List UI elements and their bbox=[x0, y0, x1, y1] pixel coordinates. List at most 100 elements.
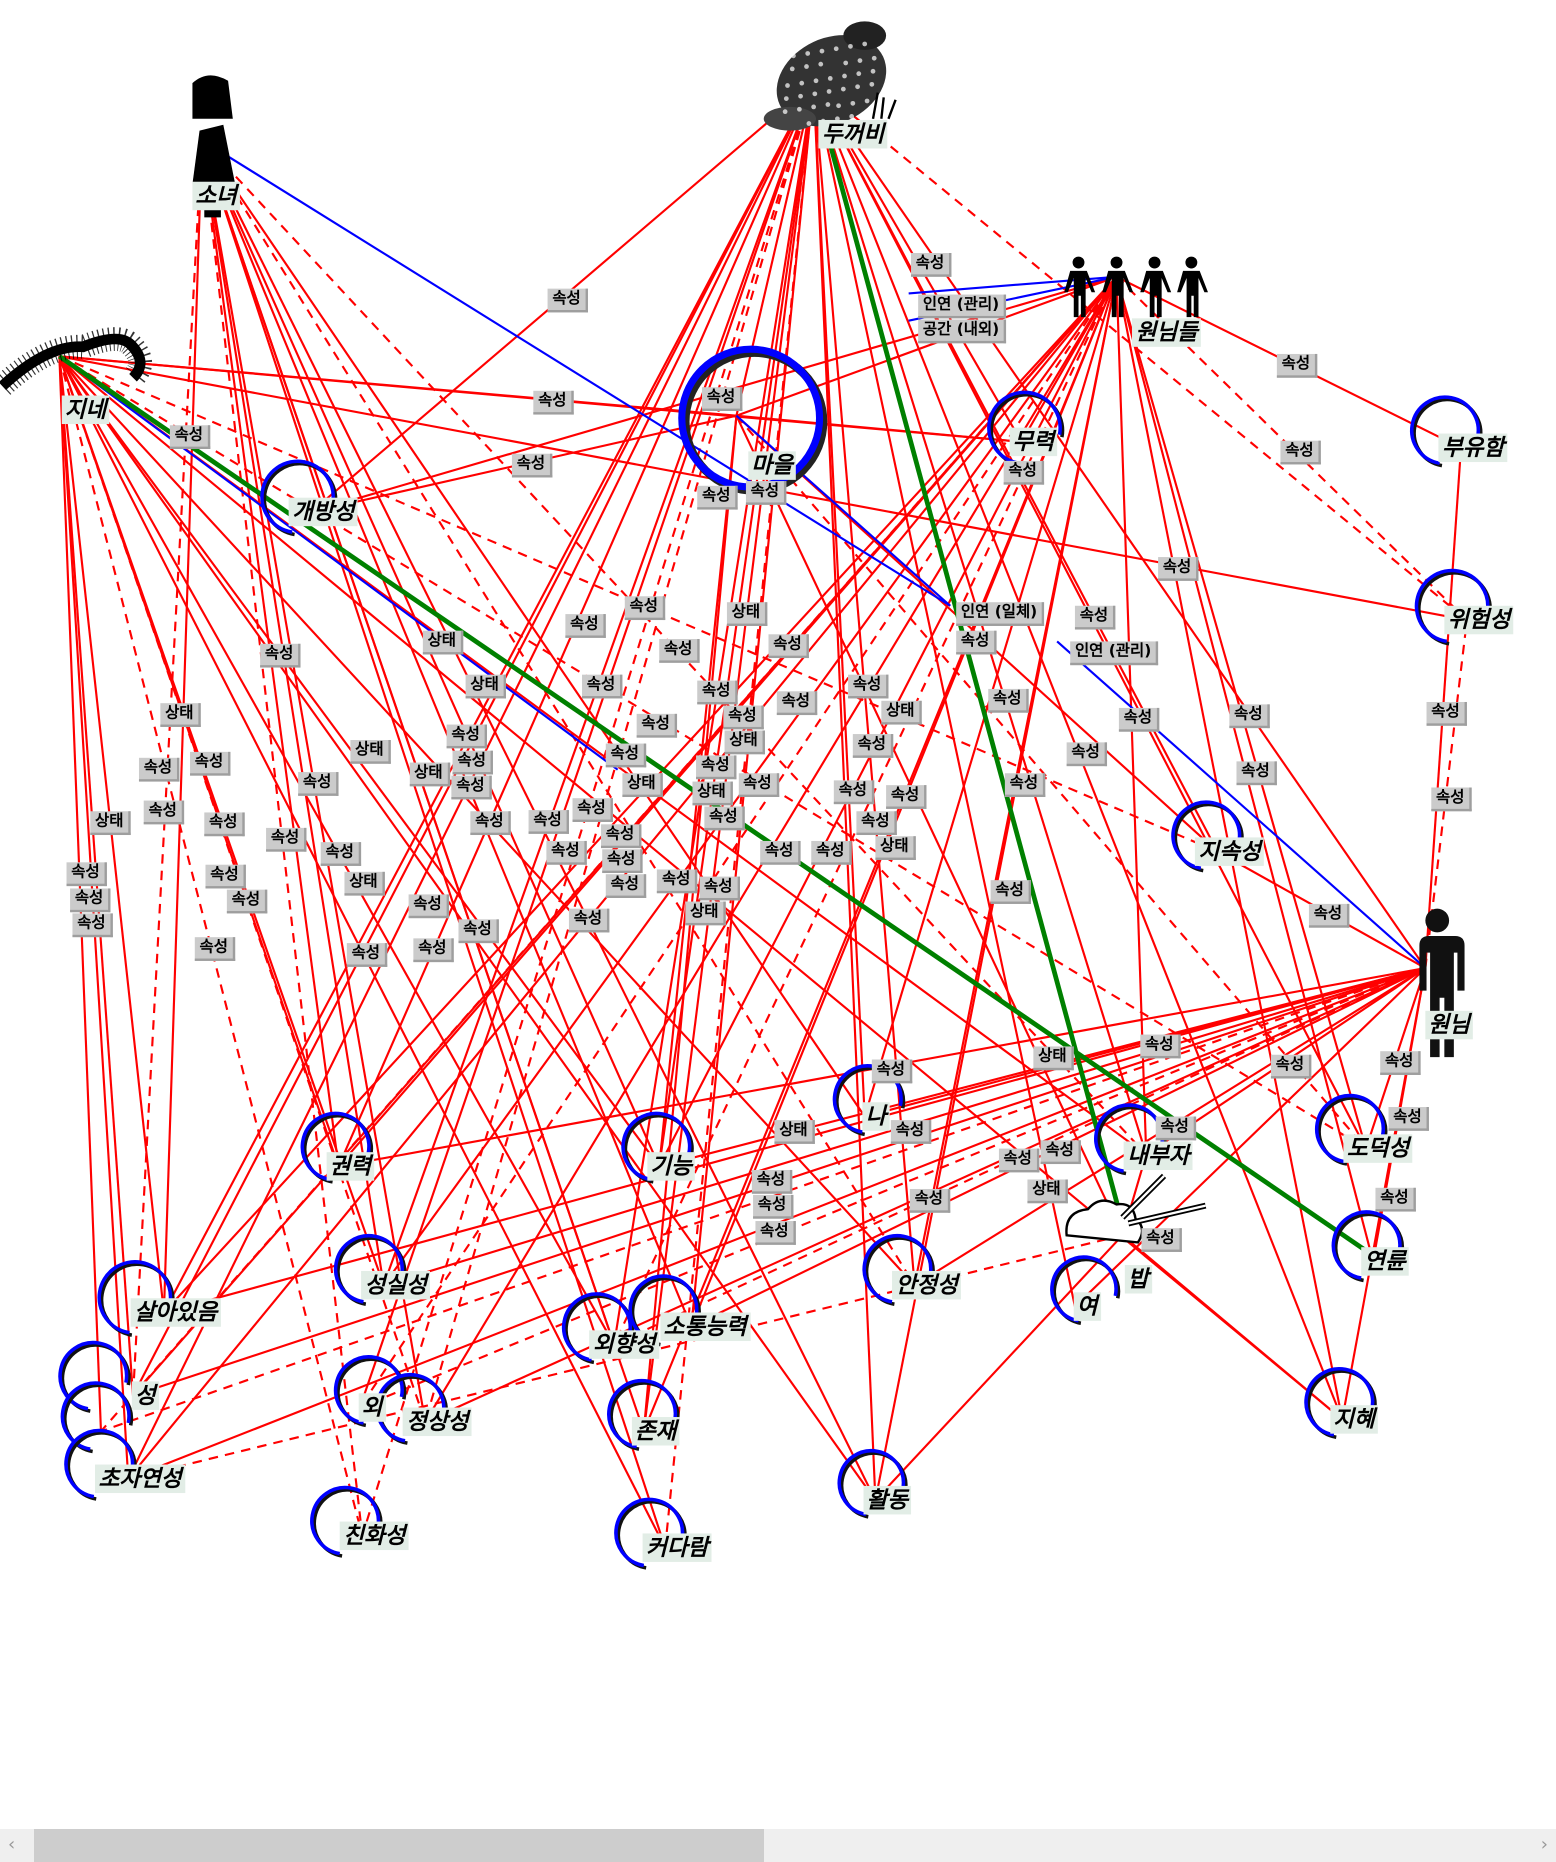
edge-label[interactable]: 속성 bbox=[811, 840, 852, 865]
node-label-sotong[interactable]: 소통능력 bbox=[660, 1312, 751, 1342]
node-ring-keodaram[interactable] bbox=[614, 1497, 685, 1568]
node-label-chinhwa[interactable]: 친화성 bbox=[339, 1521, 410, 1551]
horizontal-scrollbar[interactable]: ‹ › bbox=[0, 1829, 1556, 1862]
edge-label[interactable]: 속성 bbox=[1229, 704, 1270, 729]
node-label-jonjae[interactable]: 존재 bbox=[631, 1417, 680, 1446]
edge-label[interactable]: 속성 bbox=[1141, 1228, 1182, 1252]
node-ring-muryeok[interactable] bbox=[987, 390, 1062, 465]
edge-label[interactable]: 속성 bbox=[852, 734, 894, 758]
scroll-left-arrow-icon[interactable]: ‹ bbox=[8, 1834, 16, 1855]
edge-label[interactable]: 상태 bbox=[881, 700, 922, 725]
edge-label[interactable]: 속성 bbox=[470, 811, 511, 836]
edge-label[interactable]: 속성 bbox=[1074, 605, 1116, 630]
edge-label[interactable]: 속성 bbox=[204, 812, 245, 837]
edge-label[interactable]: 속성 bbox=[1380, 1051, 1421, 1075]
hub-label-man[interactable]: 원님 bbox=[1424, 1010, 1474, 1040]
rice-bowl-icon[interactable] bbox=[1065, 1173, 1207, 1244]
edge-label[interactable]: 상태 bbox=[1027, 1179, 1068, 1204]
edge-label[interactable]: 속성 bbox=[458, 919, 499, 944]
edge-label[interactable]: 속성 bbox=[1140, 1034, 1181, 1059]
node-ring-oe[interactable] bbox=[333, 1355, 404, 1425]
edge-label[interactable]: 속성 bbox=[533, 390, 574, 415]
hub-label-girl[interactable]: 소녀 bbox=[191, 181, 241, 211]
edge-label[interactable]: 공간 (내외) bbox=[918, 319, 1007, 344]
edge-label[interactable]: 속성 bbox=[582, 674, 623, 699]
edge-label[interactable]: 속성 bbox=[1431, 787, 1472, 812]
edge-label[interactable]: 속성 bbox=[871, 1059, 913, 1084]
edge-label[interactable]: 인연 (일체) bbox=[956, 602, 1045, 626]
node-label-x1[interactable]: 성 bbox=[131, 1381, 160, 1410]
edge-label[interactable]: 속성 bbox=[636, 713, 677, 738]
edge-label[interactable]: 속성 bbox=[657, 869, 698, 894]
node-label-maeul[interactable]: 마을 bbox=[747, 450, 797, 480]
centipede-icon[interactable] bbox=[0, 327, 153, 395]
edge-label[interactable]: 속성 bbox=[697, 680, 738, 705]
edge-label[interactable]: 인연 (관리) bbox=[1070, 641, 1159, 666]
edge-label[interactable]: 속성 bbox=[1158, 557, 1199, 581]
edge-label[interactable]: 속성 bbox=[886, 785, 927, 810]
edge-label[interactable]: 속성 bbox=[194, 937, 236, 961]
node-ring-jeongsang[interactable] bbox=[375, 1372, 446, 1443]
edge-label[interactable]: 상태 bbox=[160, 703, 201, 727]
edge-label[interactable]: 속성 bbox=[890, 1120, 932, 1144]
node-ring-x2[interactable] bbox=[60, 1381, 131, 1451]
edge-label[interactable]: 속성 bbox=[701, 387, 743, 411]
edge-label[interactable]: 속성 bbox=[909, 1188, 951, 1213]
node-ring-hwaldong[interactable] bbox=[837, 1449, 906, 1517]
edge-label[interactable]: 속성 bbox=[205, 864, 246, 889]
edge-label[interactable]: 속성 bbox=[605, 874, 647, 899]
edge-label[interactable]: 속성 bbox=[547, 288, 588, 313]
edge-label[interactable]: 속성 bbox=[260, 643, 301, 668]
edge-label[interactable]: 속성 bbox=[511, 453, 553, 478]
edge-label[interactable]: 상태 bbox=[409, 762, 450, 787]
edge-label[interactable]: 속성 bbox=[696, 756, 737, 780]
edge-label[interactable]: 속성 bbox=[956, 630, 997, 655]
node-ring-gaebang[interactable] bbox=[260, 459, 335, 534]
edge-label[interactable]: 속성 bbox=[190, 751, 231, 776]
edge-label[interactable]: 속성 bbox=[568, 908, 610, 933]
edge-label[interactable]: 속성 bbox=[226, 889, 268, 914]
node-label-jisok[interactable]: 지속성 bbox=[1194, 837, 1265, 866]
node-label-anjeong[interactable]: 안정성 bbox=[892, 1270, 962, 1300]
people-group-icon[interactable] bbox=[1064, 256, 1208, 318]
edge-label[interactable]: 상태 bbox=[90, 811, 131, 836]
node-label-muryeok[interactable]: 무력 bbox=[1009, 427, 1058, 457]
edge-label[interactable]: 속성 bbox=[624, 596, 666, 621]
node-label-oe[interactable]: 외 bbox=[358, 1393, 387, 1422]
edge-label[interactable]: 속성 bbox=[768, 634, 809, 659]
edge-label[interactable]: 속성 bbox=[452, 750, 494, 775]
edge-label[interactable]: 상태 bbox=[724, 730, 765, 755]
node-label-buyu[interactable]: 부유함 bbox=[1438, 433, 1508, 463]
edge-label[interactable]: 속성 bbox=[1308, 903, 1350, 928]
edge-label[interactable]: 속성 bbox=[776, 691, 818, 716]
edge-label[interactable]: 속성 bbox=[298, 772, 339, 796]
edge-label[interactable]: 속성 bbox=[1155, 1116, 1197, 1140]
node-label-jihye[interactable]: 지혜 bbox=[1329, 1405, 1379, 1434]
node-ring-na[interactable] bbox=[832, 1064, 903, 1134]
node-ring-jisok[interactable] bbox=[1171, 800, 1242, 871]
node-label-naebuja[interactable]: 내부자 bbox=[1123, 1141, 1194, 1171]
node-ring-jonjae[interactable] bbox=[607, 1378, 678, 1449]
edge-label[interactable]: 속성 bbox=[546, 840, 587, 865]
edge-label[interactable]: 속성 bbox=[699, 876, 740, 901]
edge-label[interactable]: 속성 bbox=[738, 773, 779, 798]
node-ring-salaisseum[interactable] bbox=[97, 1260, 173, 1335]
node-label-na[interactable]: 나 bbox=[862, 1102, 890, 1131]
edge-label[interactable]: 속성 bbox=[1040, 1140, 1082, 1165]
node-label-hwaldong[interactable]: 활동 bbox=[862, 1485, 912, 1515]
edge-label[interactable]: 속성 bbox=[1118, 707, 1160, 732]
hub-label-centipede[interactable]: 지네 bbox=[61, 395, 110, 425]
node-ring-chinhwa[interactable] bbox=[310, 1485, 381, 1556]
edge-label[interactable]: 속성 bbox=[1236, 761, 1277, 786]
edge-label[interactable]: 속성 bbox=[723, 705, 764, 730]
edge-label[interactable]: 상태 bbox=[465, 674, 506, 699]
hub-label-rice[interactable]: 밥 bbox=[1124, 1264, 1153, 1294]
node-label-gineung[interactable]: 기능 bbox=[646, 1152, 696, 1181]
edge-label[interactable]: 속성 bbox=[1375, 1187, 1416, 1212]
node-ring-oehyang[interactable] bbox=[561, 1292, 632, 1362]
node-label-yeo[interactable]: 여 bbox=[1073, 1292, 1102, 1321]
edge-label[interactable]: 속성 bbox=[266, 827, 307, 852]
node-label-choja[interactable]: 초자연성 bbox=[95, 1464, 186, 1494]
node-label-keodaram[interactable]: 커다람 bbox=[642, 1533, 713, 1562]
edge-label[interactable]: 상태 bbox=[622, 773, 663, 798]
